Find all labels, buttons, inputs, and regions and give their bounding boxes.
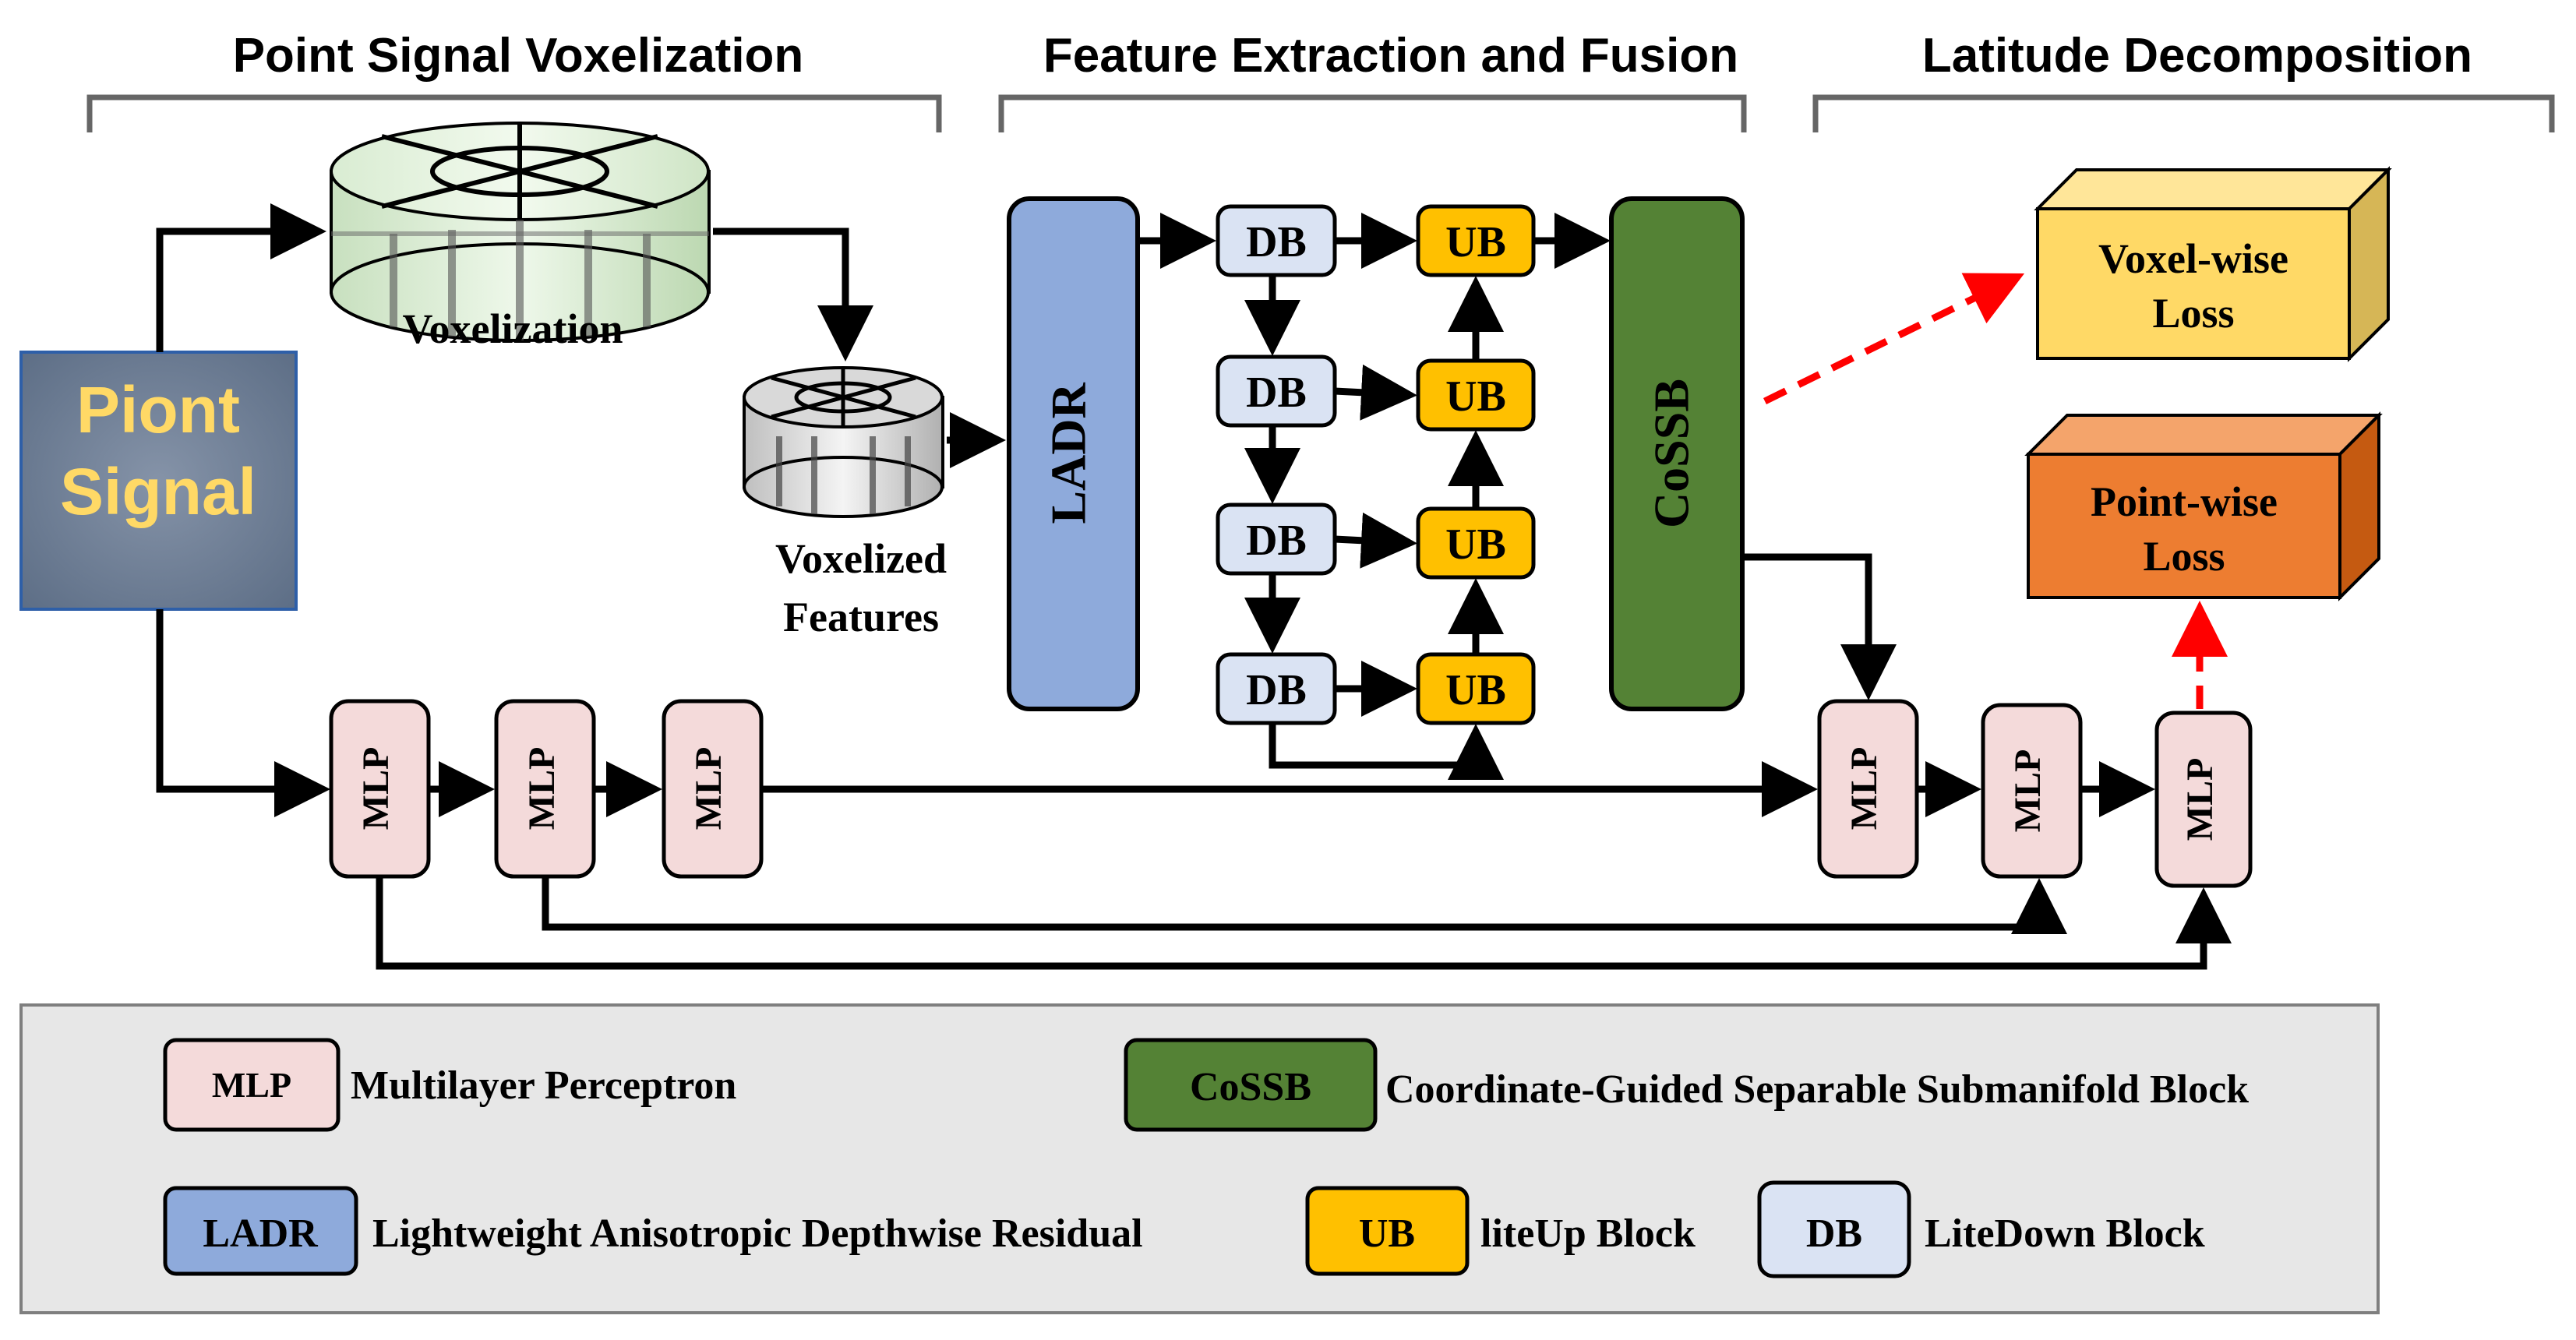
- legend-db-desc: LiteDown Block: [1925, 1211, 2205, 1256]
- voxel-loss-line1: Voxel-wise: [2098, 235, 2288, 282]
- arrow-input-to-voxelization: [156, 203, 326, 352]
- voxelization-cylinder-icon: [330, 122, 711, 342]
- voxelization-label: Voxelization: [403, 305, 623, 352]
- ub-label: UB: [1445, 520, 1506, 569]
- mlp-block-3: MLP: [662, 699, 764, 879]
- section-title-latitude: Latitude Decomposition: [1922, 29, 2472, 83]
- db-label: DB: [1246, 517, 1307, 565]
- mlp-label: MLP: [355, 747, 397, 830]
- legend: MLP Multilayer Perceptron CoSSB Coordina…: [19, 1003, 2380, 1314]
- legend-cossb-swatch: [1124, 1038, 1378, 1132]
- legend-cossb-desc: Coordinate-Guided Separable Submanifold …: [1385, 1067, 2249, 1112]
- mlp-label: MLP: [1844, 747, 1885, 830]
- mlp-block-1: MLP: [329, 699, 431, 879]
- voxelized-features-icon: [743, 366, 944, 518]
- point-loss-line1: Point-wise: [2091, 478, 2278, 525]
- arrow-db4-to-ub4-skip: [1269, 723, 1504, 780]
- db-block-4: DB: [1216, 652, 1337, 725]
- section-title-feature: Feature Extraction and Fusion: [1043, 29, 1738, 83]
- db-block-2: DB: [1216, 354, 1337, 428]
- mlp-block-5: MLP: [1981, 703, 2083, 879]
- point-loss-line2: Loss: [2143, 533, 2225, 580]
- section-bracket-latitude: [1812, 94, 2555, 132]
- db-label: DB: [1246, 368, 1307, 417]
- mlp-block-6: MLP: [2154, 711, 2253, 888]
- mlp-label: MLP: [521, 747, 563, 830]
- dashed-arrow-to-voxel-loss: [1763, 273, 2025, 405]
- voxel-wise-loss-box: Voxel-wise Loss: [2034, 166, 2392, 362]
- legend-ladr-desc: Lightweight Anisotropic Depthwise Residu…: [372, 1211, 1143, 1256]
- arrow-input-to-mlp1: [156, 609, 330, 817]
- ub-label: UB: [1445, 218, 1506, 266]
- voxelized-label-line1: Voxelized: [775, 535, 947, 582]
- arrow-mlp2-skip-to-mlp5: [542, 876, 2067, 934]
- mlp-label: MLP: [2179, 758, 2221, 841]
- legend-ladr-tag: LADR: [203, 1211, 319, 1256]
- mlp-label: MLP: [2007, 749, 2048, 833]
- mlp-block-2: MLP: [494, 699, 596, 879]
- legend-mlp-swatch: [163, 1038, 341, 1132]
- ub-label: UB: [1445, 372, 1506, 421]
- legend-mlp-desc: Multilayer Perceptron: [351, 1063, 736, 1108]
- ub-label: UB: [1445, 666, 1506, 714]
- ub-block-3: UB: [1416, 506, 1536, 580]
- point-wise-loss-box: Point-wise Loss: [2024, 411, 2383, 601]
- ub-block-4: UB: [1416, 652, 1536, 725]
- point-signal-input: Piont Signal: [19, 351, 298, 611]
- arrow-db2-to-ub2: [1334, 364, 1417, 421]
- cossb-label: CoSSB: [1644, 379, 1699, 528]
- db-block-1: DB: [1216, 204, 1337, 277]
- ladr-block: LADR: [1007, 196, 1140, 711]
- section-bracket-feature: [998, 94, 1747, 132]
- mlp-label: MLP: [688, 747, 729, 830]
- voxel-loss-line2: Loss: [2152, 290, 2234, 337]
- legend-ladr-swatch: [163, 1186, 358, 1276]
- legend-mlp-tag: MLP: [212, 1065, 291, 1105]
- arrow-mlp1-skip-to-mlp6: [376, 876, 2232, 970]
- cossb-block: CoSSB: [1609, 196, 1745, 711]
- arrow-cossb-to-mlp4: [1742, 553, 1897, 700]
- legend-db-swatch: [1757, 1180, 1911, 1278]
- input-label-line2: Signal: [60, 455, 256, 528]
- ladr-label: LADR: [1041, 383, 1096, 524]
- legend-ub-desc: liteUp Block: [1480, 1211, 1696, 1256]
- arrow-voxelization-to-features: [713, 227, 873, 361]
- legend-cossb-tag: CoSSB: [1190, 1065, 1311, 1109]
- db-label: DB: [1246, 218, 1307, 266]
- ub-block-2: UB: [1416, 358, 1536, 432]
- input-label-line1: Piont: [76, 373, 240, 446]
- mlp-block-4: MLP: [1817, 699, 1919, 879]
- voxelized-label-line2: Features: [783, 594, 939, 640]
- legend-ub-tag: UB: [1359, 1211, 1415, 1256]
- legend-db-tag: DB: [1806, 1211, 1862, 1256]
- ub-block-1: UB: [1416, 204, 1536, 277]
- db-block-3: DB: [1216, 503, 1337, 576]
- section-title-voxelization: Point Signal Voxelization: [233, 29, 804, 83]
- legend-ub-swatch: [1305, 1186, 1470, 1276]
- db-label: DB: [1246, 666, 1307, 714]
- section-bracket-voxelization: [86, 94, 942, 132]
- arrow-db3-to-ub3: [1334, 512, 1417, 569]
